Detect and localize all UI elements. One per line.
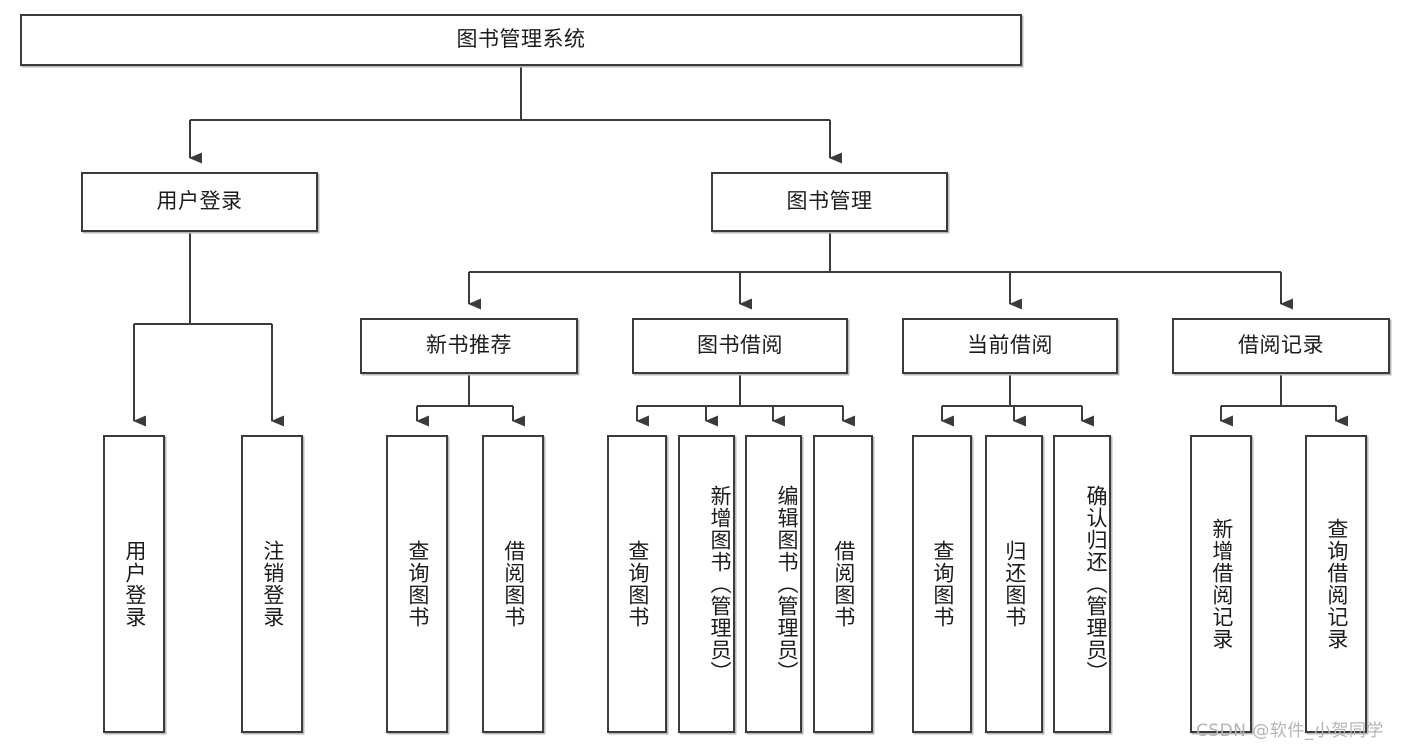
node-leaf-borrow-book-2[interactable]: 借阅图书: [813, 435, 873, 733]
node-leaf-query-book-3-label: 查询图书: [930, 540, 955, 628]
node-leaf-query-book-2-label: 查询图书: [625, 540, 650, 628]
node-leaf-edit-book-label: 编辑图书（管理员）: [775, 485, 799, 683]
node-book-borrow-label: 图书借阅: [697, 333, 783, 358]
node-leaf-logout[interactable]: 注销登录: [241, 435, 303, 733]
node-current-borrow[interactable]: 当前借阅: [902, 318, 1118, 374]
node-book-manage[interactable]: 图书管理: [711, 172, 948, 232]
node-leaf-confirm-return-label: 确认归还（管理员）: [1084, 485, 1108, 683]
node-leaf-add-record-label: 新增借阅记录: [1209, 518, 1234, 650]
node-leaf-query-record-label: 查询借阅记录: [1324, 518, 1349, 650]
node-leaf-user-login[interactable]: 用户登录: [103, 435, 165, 733]
node-leaf-borrow-book-1-label: 借阅图书: [501, 540, 526, 628]
node-leaf-query-book-3[interactable]: 查询图书: [912, 435, 972, 733]
node-leaf-query-book-1[interactable]: 查询图书: [386, 435, 448, 733]
node-leaf-confirm-return[interactable]: 确认归还（管理员）: [1053, 435, 1111, 733]
node-leaf-borrow-book-1[interactable]: 借阅图书: [482, 435, 544, 733]
node-leaf-add-book[interactable]: 新增图书（管理员）: [678, 435, 735, 733]
node-leaf-edit-book[interactable]: 编辑图书（管理员）: [745, 435, 802, 733]
node-current-borrow-label: 当前借阅: [967, 333, 1053, 358]
csdn-watermark: CSDN @软件_小贺同学: [1196, 721, 1384, 741]
node-new-book-recommend-label: 新书推荐: [426, 333, 512, 358]
node-leaf-logout-label: 注销登录: [260, 540, 285, 628]
node-leaf-add-book-label: 新增图书（管理员）: [708, 485, 732, 683]
node-leaf-query-record[interactable]: 查询借阅记录: [1305, 435, 1367, 733]
node-new-book-recommend[interactable]: 新书推荐: [360, 318, 578, 374]
node-leaf-query-book-1-label: 查询图书: [405, 540, 430, 628]
node-root-label: 图书管理系统: [456, 27, 586, 52]
node-borrow-record[interactable]: 借阅记录: [1172, 318, 1390, 374]
node-borrow-record-label: 借阅记录: [1238, 333, 1324, 358]
node-leaf-borrow-book-2-label: 借阅图书: [831, 540, 856, 628]
node-leaf-query-book-2[interactable]: 查询图书: [607, 435, 667, 733]
node-leaf-user-login-label: 用户登录: [122, 540, 147, 628]
node-root[interactable]: 图书管理系统: [20, 14, 1022, 66]
node-book-manage-label: 图书管理: [786, 189, 873, 214]
node-leaf-return-book-label: 归还图书: [1002, 540, 1027, 628]
node-user-login[interactable]: 用户登录: [81, 172, 318, 232]
node-book-borrow[interactable]: 图书借阅: [632, 318, 848, 374]
node-leaf-add-record[interactable]: 新增借阅记录: [1190, 435, 1252, 733]
node-user-login-label: 用户登录: [156, 189, 243, 214]
node-leaf-return-book[interactable]: 归还图书: [985, 435, 1043, 733]
